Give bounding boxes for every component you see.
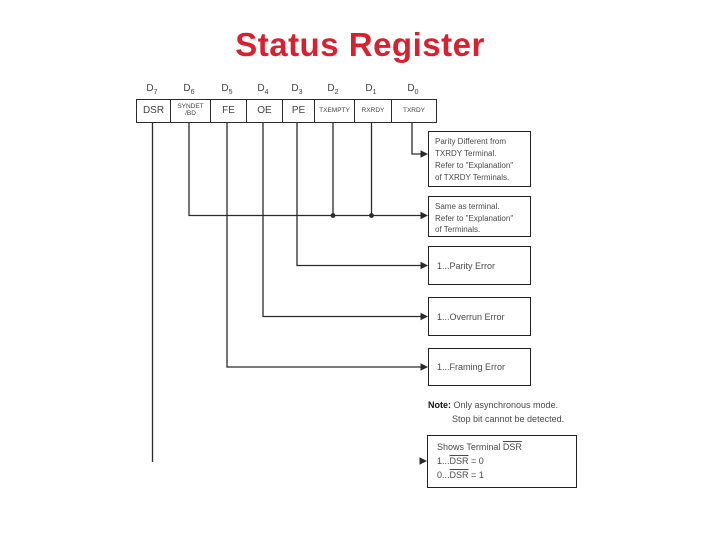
callout-parity-error: 1...Parity Error <box>428 246 531 285</box>
register-cell-oe: OE <box>246 100 282 122</box>
callout-line: Refer to "Explanation" <box>435 161 514 170</box>
note-label: Note: <box>428 400 451 410</box>
register-cell-dsr: DSR <box>142 104 165 116</box>
dsr-line2: 1...DSR = 0 <box>437 456 484 466</box>
arrowhead <box>419 457 427 465</box>
bit-label-d3: D3 <box>291 83 303 96</box>
callout-line: of Terminals. <box>435 225 481 234</box>
callout-line: 1...Parity Error <box>437 260 496 271</box>
bit-label-d4: D4 <box>257 83 269 96</box>
bit-label-d2: D2 <box>327 83 339 96</box>
note-line2: Stop bit cannot be detected. <box>452 414 565 424</box>
callout-framing-error: 1...Framing Error <box>428 348 531 386</box>
bit-label-d0: D0 <box>407 83 419 96</box>
register-cell-rxrdy: RXRDY <box>354 100 391 122</box>
wire-syndet <box>188 123 422 217</box>
callout-line: of TXRDY Terminals. <box>435 173 510 182</box>
arrowhead <box>420 150 428 158</box>
note: Note: Only asynchronous mode. Stop bit c… <box>428 398 564 426</box>
callout-overrun-error: 1...Overrun Error <box>428 297 531 336</box>
status-register-box: DSR SYNDET/BD FE OE PE TXEMPTY RXRDY TXR… <box>136 99 437 123</box>
arrowhead <box>420 363 428 371</box>
arrowhead <box>420 261 428 270</box>
bit-label-d5: D5 <box>221 83 233 96</box>
bit-label-d6: D6 <box>183 83 195 96</box>
wire-fe <box>226 123 422 368</box>
callout-line: Same as terminal. <box>435 202 500 211</box>
register-cell-txempty: TXEMPTY <box>314 100 354 122</box>
callout-line: 1...Framing Error <box>437 362 506 372</box>
callout-line: Parity Different from <box>435 137 506 146</box>
arrowhead <box>420 312 428 321</box>
callout-line: TXRDY Terminal. <box>435 149 497 158</box>
register-cell-fe: FE <box>210 100 246 122</box>
callout-txrdy-parity: Parity Different from TXRDY Terminal. Re… <box>428 131 531 187</box>
wire-pe <box>296 123 422 267</box>
dsr-line1: Shows Terminal DSR <box>437 442 522 452</box>
register-cell-syndet: SYNDET/BD <box>170 100 210 122</box>
register-cell-txrdy: TXRDY <box>391 100 436 122</box>
arrowhead <box>420 211 428 220</box>
note-line1: Only asynchronous mode. <box>453 400 559 410</box>
register-cell-pe: PE <box>282 100 314 122</box>
dsr-line3: 0...DSR = 1 <box>437 470 484 480</box>
callout-line: 1...Overrun Error <box>437 311 505 322</box>
callout-line: Refer to "Explanation" <box>435 213 514 223</box>
wire-txrdy <box>411 123 422 155</box>
page-title: Status Register <box>235 26 485 63</box>
junction-dot <box>369 213 374 218</box>
callout-same-as-terminal: Same as terminal. Refer to "Explanation"… <box>428 196 531 237</box>
callout-dsr: Shows Terminal DSR 1...DSR = 0 0...DSR =… <box>427 435 577 488</box>
bit-label-d7: D7 <box>146 83 158 96</box>
bit-label-d1: D1 <box>365 83 377 96</box>
junction-dot <box>330 213 336 218</box>
wire-oe <box>262 123 422 318</box>
